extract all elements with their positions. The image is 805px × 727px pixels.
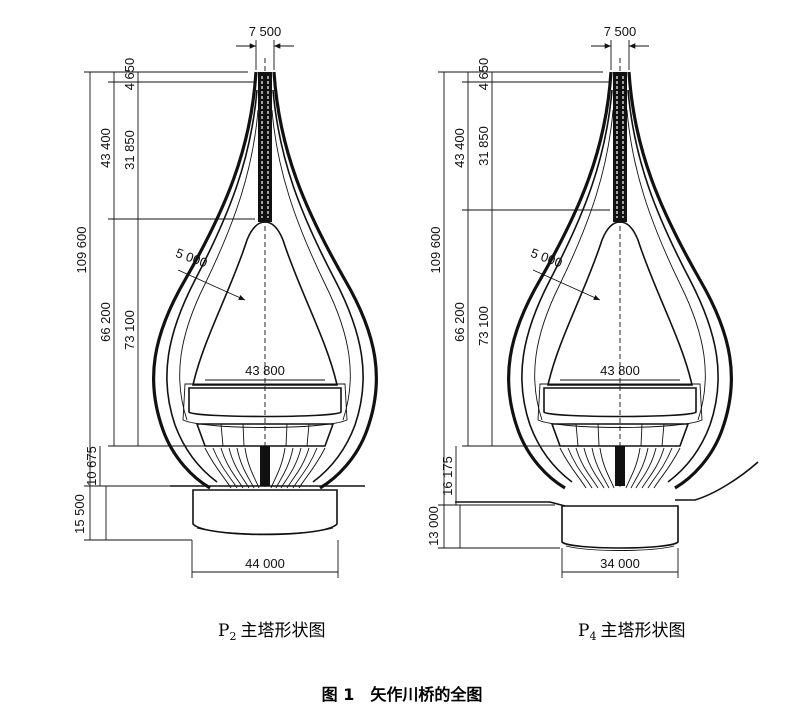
- p4-dim-13000: 13 000: [426, 506, 441, 546]
- p4-dim-43400: 43 400: [452, 128, 467, 168]
- p2-dim-43400: 43 400: [98, 128, 113, 168]
- p2-inner-width-label: 43 800: [245, 363, 285, 378]
- p4-base-width-label: 34 000: [600, 556, 640, 571]
- p4-dim-109600: 109 600: [428, 227, 443, 274]
- p4-top-width-label: 7 500: [604, 24, 637, 39]
- p2-dim-31850: 31 850: [122, 130, 137, 170]
- p4-dim-16175: 16 175: [440, 456, 455, 496]
- p4-inner-width-label: 43 800: [600, 363, 640, 378]
- p4-dim-66200: 66 200: [452, 302, 467, 342]
- figure-title: 图 1 矢作川桥的全图: [322, 685, 483, 704]
- tower-p4: [455, 56, 759, 551]
- p2-dim-4650: 4 650: [122, 58, 137, 91]
- tower-p2: [151, 56, 379, 536]
- p4-dim-4650: 4 650: [476, 58, 491, 91]
- p2-top-width-label: 7 500: [249, 24, 282, 39]
- p2-dim-66200: 66 200: [98, 302, 113, 342]
- p2-dim-15500: 15 500: [72, 494, 87, 534]
- p4-dim-31850: 31 850: [476, 126, 491, 166]
- p2-dim-73100: 73 100: [122, 310, 137, 350]
- p2-dim-10675: 10 675: [84, 446, 99, 486]
- p2-dimensions: [84, 40, 339, 578]
- p2-dim-109600: 109 600: [74, 227, 89, 274]
- p2-base-width-label: 44 000: [245, 556, 285, 571]
- p4-dimensions: [438, 40, 680, 578]
- p4-dim-73100: 73 100: [476, 306, 491, 346]
